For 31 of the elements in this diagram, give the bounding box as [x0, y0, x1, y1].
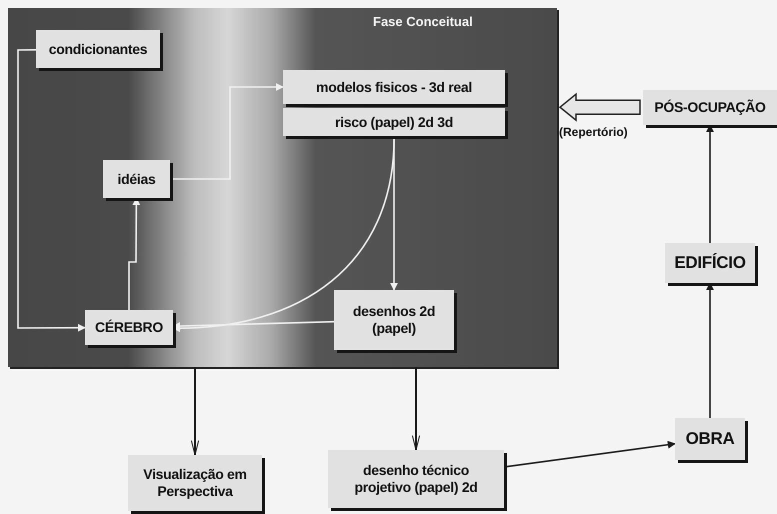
arrow: [390, 136, 398, 291]
process-box: [128, 455, 262, 511]
phase-panel: [8, 8, 557, 367]
node-label: OBRA: [686, 428, 734, 450]
process-box: [85, 310, 173, 345]
node-label: idéias: [118, 170, 156, 188]
process-box: [103, 160, 170, 198]
process-box: [643, 90, 777, 125]
process-box: [283, 70, 505, 104]
node-label: EDIFÍCIO: [674, 252, 746, 274]
process-box: [283, 108, 505, 136]
node-label: condicionantes: [48, 40, 148, 58]
panel-heading: Fase Conceitual: [373, 14, 473, 29]
node-label: Visualização em Perspectiva: [142, 466, 248, 500]
process-box: [36, 30, 160, 68]
node-label: desenhos 2d (papel): [352, 303, 436, 337]
process-box: [665, 243, 755, 283]
process-box: [675, 418, 745, 460]
process-box: [328, 450, 504, 508]
block-arrow: [558, 92, 641, 122]
node-label: modelos fisicos - 3d real: [316, 78, 472, 96]
process-box: [334, 290, 454, 350]
arrow: [170, 83, 284, 180]
node-label: desenho técnico projetivo (papel) 2d: [353, 462, 479, 496]
node-label: PÓS-OCUPAÇÃO: [654, 99, 766, 116]
chevron-arrow: [412, 366, 420, 450]
node-label: CÉREBRO: [95, 319, 163, 336]
chevron-arrow: [190, 366, 200, 456]
node-label: risco (papel) 2d 3d: [335, 114, 453, 130]
arrow: [17, 48, 86, 332]
edge-label: (Repertório): [559, 125, 628, 140]
